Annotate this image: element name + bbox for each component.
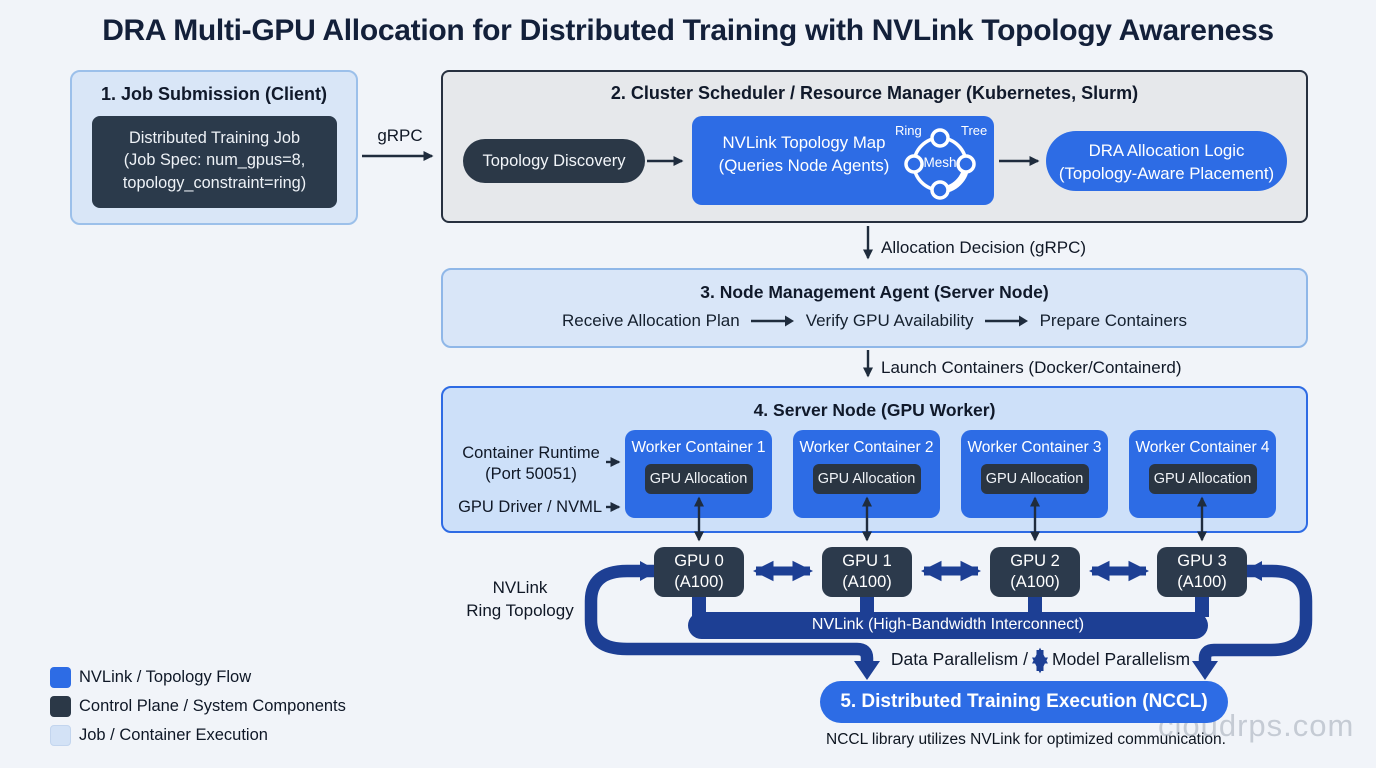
glyph-mesh-label: Mesh [923, 155, 957, 170]
step-verify-gpu-availability: Verify GPU Availability [805, 311, 974, 330]
gpu0-stub [692, 595, 706, 617]
legend-label: NVLink / Topology Flow [79, 668, 252, 686]
step-prepare-containers: Prepare Containers [1039, 311, 1187, 330]
nccl-caption: NCCL library utilizes NVLink for optimiz… [826, 731, 1226, 748]
cluster-scheduler-header: 2. Cluster Scheduler / Resource Manager … [610, 83, 1139, 103]
glyph-tree-label: Tree [961, 123, 988, 138]
worker-container-3: Worker Container 3 GPU Allocation [961, 430, 1108, 518]
gpu-3-box: GPU 3 (A100) [1157, 547, 1247, 597]
node-agent-header: 3. Node Management Agent (Server Node) [700, 282, 1049, 302]
model-parallelism-label: Model Parallelism [1052, 649, 1191, 669]
step-arrow-icon [984, 315, 1028, 327]
worker-title: Worker Container 3 [967, 439, 1102, 456]
gpu-2-box: GPU 2 (A100) [990, 547, 1080, 597]
legend-swatch-dark [50, 696, 71, 717]
dra-line-2: (Topology-Aware Placement) [1058, 163, 1275, 183]
worker-title: Worker Container 4 [1135, 439, 1270, 456]
legend-swatch-blue [50, 667, 71, 688]
distributed-training-job-box: Distributed Training Job (Job Spec: num_… [92, 116, 337, 208]
gpu-model: (A100) [842, 572, 892, 591]
gpu-model: (A100) [674, 572, 724, 591]
gpu-name: GPU 2 [1010, 552, 1060, 570]
allocation-decision-label: Allocation Decision (gRPC) [881, 238, 1087, 257]
dra-allocation-pill: DRA Allocation Logic (Topology-Aware Pla… [1046, 131, 1287, 191]
worker-container-2: Worker Container 2 GPU Allocation [793, 430, 940, 518]
runtime-line-2: (Port 50051) [485, 465, 577, 484]
ring-label-line-1: NVLink [492, 578, 548, 597]
worker-title: Worker Container 2 [799, 439, 934, 456]
node-agent-box: 3. Node Management Agent (Server Node) [441, 268, 1308, 348]
gpu-name: GPU 0 [674, 552, 724, 570]
legend-label: Control Plane / System Components [79, 697, 346, 715]
gpu1-stub [860, 595, 874, 617]
gpu-1-box: GPU 1 (A100) [822, 547, 912, 597]
job-submission-header: 1. Job Submission (Client) [100, 84, 328, 104]
nvlink-bar-label: NVLink (High-Bandwidth Interconnect) [811, 616, 1085, 633]
launch-containers-label: Launch Containers (Docker/Containerd) [881, 358, 1182, 377]
dra-line-1: DRA Allocation Logic [1088, 141, 1245, 160]
container-runtime-label: Container Runtime (Port 50051) [460, 443, 602, 486]
gpu2-stub [1028, 595, 1042, 617]
gpu-name: GPU 3 [1177, 552, 1227, 570]
job-line-3: topology_constraint=ring) [122, 173, 307, 192]
server-node-header: 4. Server Node (GPU Worker) [753, 400, 996, 420]
step-receive-allocation-plan: Receive Allocation Plan [562, 311, 740, 330]
gpu3-stub [1195, 595, 1209, 617]
runtime-line-1: Container Runtime [462, 444, 600, 462]
data-parallelism-label: Data Parallelism / [890, 649, 1028, 669]
legend-item-control-plane: Control Plane / System Components [50, 696, 346, 717]
legend-swatch-light [50, 725, 71, 746]
topology-discovery-pill: Topology Discovery [463, 139, 645, 183]
legend-item-nvlink: NVLink / Topology Flow [50, 667, 346, 688]
map-line-2: (Queries Node Agents) [718, 155, 890, 175]
job-line-1: Distributed Training Job [128, 129, 301, 147]
legend: NVLink / Topology Flow Control Plane / S… [50, 667, 346, 754]
worker-container-1: Worker Container 1 GPU Allocation [625, 430, 772, 518]
worker-container-4: Worker Container 4 GPU Allocation [1129, 430, 1276, 518]
gpu-allocation-chip: GPU Allocation [980, 464, 1089, 494]
gpu-model: (A100) [1010, 572, 1060, 591]
step-arrow-icon [750, 315, 794, 327]
grpc-label: gRPC [377, 126, 423, 145]
glyph-ring-label: Ring [895, 123, 922, 138]
gpu-allocation-chip: GPU Allocation [644, 464, 753, 494]
gpu-model: (A100) [1177, 572, 1227, 591]
map-line-1: NVLink Topology Map [722, 133, 886, 152]
gpu-driver-label: GPU Driver / NVML [458, 498, 602, 516]
worker-title: Worker Container 1 [631, 439, 766, 456]
gpu-allocation-chip: GPU Allocation [812, 464, 921, 494]
gpu-0-box: GPU 0 (A100) [654, 547, 744, 597]
legend-label: Job / Container Execution [79, 726, 268, 744]
nvlink-ring-topology-label: NVLink Ring Topology [445, 577, 595, 623]
training-execution-pill: 5. Distributed Training Execution (NCCL) [820, 681, 1228, 723]
nvlink-topology-map-text: NVLink Topology Map (Queries Node Agents… [698, 132, 910, 177]
gpu-allocation-chip: GPU Allocation [1148, 464, 1257, 494]
gpu-name: GPU 1 [842, 552, 892, 570]
legend-item-job-execution: Job / Container Execution [50, 725, 346, 746]
job-line-2: (Job Spec: num_gpus=8, [123, 151, 306, 170]
node-agent-steps: Receive Allocation Plan Verify GPU Avail… [441, 311, 1308, 331]
ring-label-line-2: Ring Topology [466, 600, 574, 620]
page-title: DRA Multi-GPU Allocation for Distributed… [102, 14, 1274, 47]
